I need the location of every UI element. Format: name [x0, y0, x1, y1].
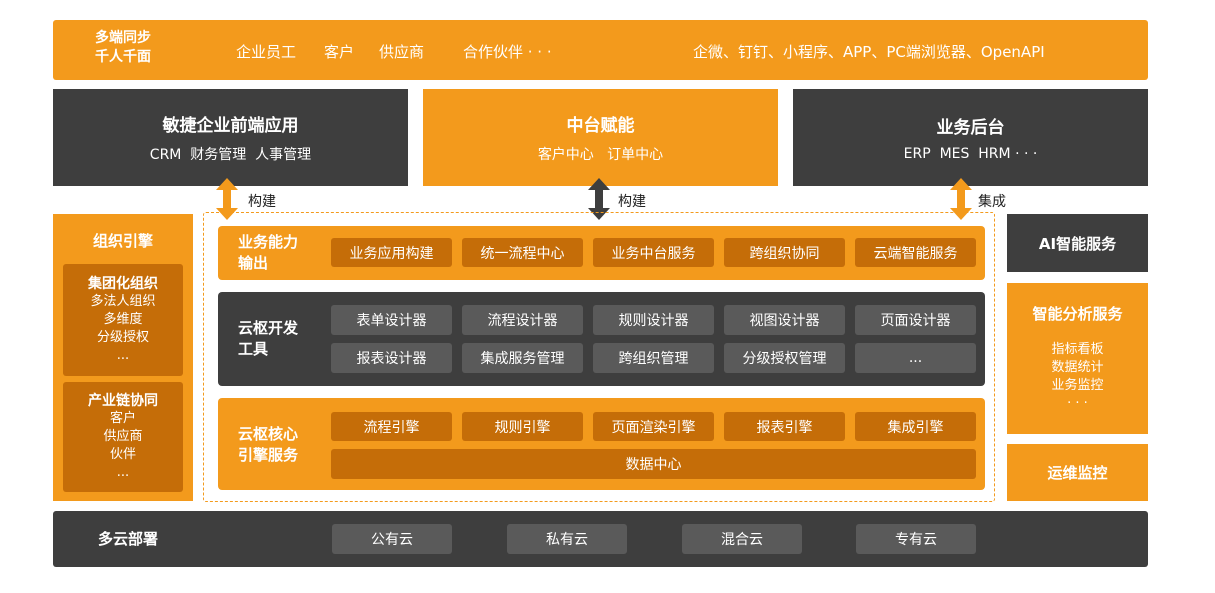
back-office-block: 业务后台 ERP MES HRM · · ·: [793, 89, 1148, 186]
devtools-item: 表单设计器: [331, 305, 452, 335]
devtools-item: 集成服务管理: [462, 343, 583, 373]
user-customer: 客户: [324, 43, 355, 61]
chain-collab-card: 产业链协同 客户 供应商 伙伴 ...: [63, 382, 183, 492]
chain-collab-item: 供应商: [103, 429, 143, 444]
analytics-item: 指标看板: [1051, 342, 1104, 357]
analytics-items: 指标看板 数据统计 业务监控 · · ·: [1007, 341, 1148, 413]
devtools-item: 分级授权管理: [724, 343, 845, 373]
group-org-item: ...: [116, 348, 130, 363]
devtools-item: 规则设计器: [593, 305, 714, 335]
devtools-item: 页面设计器: [855, 305, 976, 335]
analytics-block: 智能分析服务 指标看板 数据统计 业务监控 · · ·: [1007, 283, 1148, 434]
capability-label-line1: 业务能力: [238, 233, 299, 251]
devtools-item: 流程设计器: [462, 305, 583, 335]
engine-item: 页面渲染引擎: [593, 412, 714, 441]
deploy-item: 混合云: [682, 524, 802, 554]
ai-service-block: AI智能服务: [1007, 214, 1148, 272]
core-platform-frame: [203, 212, 995, 502]
deploy-item: 专有云: [856, 524, 976, 554]
group-org-item: 多法人组织: [90, 294, 156, 309]
devtools-label-line2: 工具: [238, 340, 269, 358]
org-engine-title: 组织引擎: [92, 232, 153, 250]
deploy-bar: 多云部署 公有云 私有云 混合云 专有云: [53, 511, 1148, 567]
analytics-item: · · ·: [1067, 396, 1088, 411]
deploy-item: 私有云: [507, 524, 627, 554]
deploy-item: 公有云: [332, 524, 452, 554]
engine-row: 云枢核心 引擎服务 流程引擎 规则引擎 页面渲染引擎 报表引擎 集成引擎 数据中…: [218, 398, 985, 490]
capability-item: 统一流程中心: [462, 238, 583, 267]
engine-item: 集成引擎: [855, 412, 976, 441]
capability-item: 云端智能服务: [855, 238, 976, 267]
capability-label: 业务能力 输出: [238, 232, 298, 274]
capability-item: 跨组织协同: [724, 238, 845, 267]
arrow-right-icon: [950, 178, 972, 220]
group-org-item: 多维度: [103, 312, 143, 327]
capability-row: 业务能力 输出 业务应用构建 统一流程中心 业务中台服务 跨组织协同 云端智能服…: [218, 226, 985, 280]
engine-item: 流程引擎: [331, 412, 452, 441]
devtools-label-line1: 云枢开发: [238, 319, 299, 337]
ops-monitor-block: 运维监控: [1007, 444, 1148, 501]
group-org-title: 集团化组织: [88, 276, 158, 292]
devtools-row: 云枢开发 工具 表单设计器 流程设计器 规则设计器 视图设计器 页面设计器 报表…: [218, 292, 985, 386]
engine-item: 报表引擎: [724, 412, 845, 441]
top-label-line2: 千人千面: [95, 49, 151, 65]
devtools-item: 视图设计器: [724, 305, 845, 335]
data-center-bar: 数据中心: [331, 449, 976, 479]
analytics-item: 数据统计: [1051, 360, 1104, 375]
arrow-center-icon: [588, 178, 610, 220]
front-app-block: 敏捷企业前端应用 CRM 财务管理 人事管理: [53, 89, 408, 186]
channel-list: 企微、钉钉、小程序、APP、PC端浏览器、OpenAPI: [693, 43, 1045, 61]
group-org-item: 分级授权: [96, 330, 149, 345]
engine-label-line2: 引擎服务: [238, 446, 299, 464]
analytics-title: 智能分析服务: [1032, 305, 1123, 323]
top-bar: 多端同步 千人千面 企业员工 客户 供应商 合作伙伴 · · · 企微、钉钉、小…: [53, 20, 1148, 80]
group-org-card: 集团化组织 多法人组织 多维度 分级授权 ...: [63, 264, 183, 376]
chain-collab-item: ...: [116, 465, 130, 480]
user-employee: 企业员工: [236, 43, 297, 61]
devtools-item: 跨组织管理: [593, 343, 714, 373]
chain-collab-item: 客户: [109, 411, 136, 426]
top-bar-label: 多端同步 千人千面: [95, 29, 151, 67]
engine-item: 规则引擎: [462, 412, 583, 441]
capability-item: 业务应用构建: [331, 238, 452, 267]
engine-label-line1: 云枢核心: [238, 425, 299, 443]
capability-label-line2: 输出: [238, 254, 269, 272]
analytics-item: 业务监控: [1051, 378, 1104, 393]
arrow-right-label: 集成: [978, 194, 1006, 210]
user-partner: 合作伙伴 · · ·: [463, 43, 552, 61]
devtools-item: 报表设计器: [331, 343, 452, 373]
devtools-label: 云枢开发 工具: [238, 318, 298, 360]
top-label-line1: 多端同步: [95, 30, 151, 46]
ai-service-title: AI智能服务: [1038, 234, 1117, 253]
capability-item: 业务中台服务: [593, 238, 714, 267]
back-office-subtitle: ERP MES HRM · · ·: [903, 146, 1038, 162]
org-engine-column: 组织引擎 集团化组织 多法人组织 多维度 分级授权 ... 产业链协同 客户 供…: [53, 214, 193, 501]
arrow-left-icon: [216, 178, 238, 220]
front-app-subtitle: CRM 财务管理 人事管理: [149, 147, 312, 163]
back-office-title: 业务后台: [936, 118, 1005, 138]
arrow-center-label: 构建: [618, 194, 646, 210]
ops-monitor-title: 运维监控: [1047, 464, 1108, 482]
user-supplier: 供应商: [379, 43, 425, 61]
chain-collab-item: 伙伴: [109, 447, 136, 462]
devtools-item: ...: [855, 343, 976, 373]
front-app-title: 敏捷企业前端应用: [162, 116, 299, 136]
deploy-label: 多云部署: [98, 530, 159, 548]
engine-label: 云枢核心 引擎服务: [238, 424, 298, 466]
arrow-left-label: 构建: [248, 194, 276, 210]
chain-collab-title: 产业链协同: [88, 393, 158, 409]
middle-platform-block: 中台赋能 客户中心 订单中心: [423, 89, 778, 186]
middle-platform-title: 中台赋能: [566, 116, 635, 136]
middle-platform-subtitle: 客户中心 订单中心: [537, 147, 664, 163]
